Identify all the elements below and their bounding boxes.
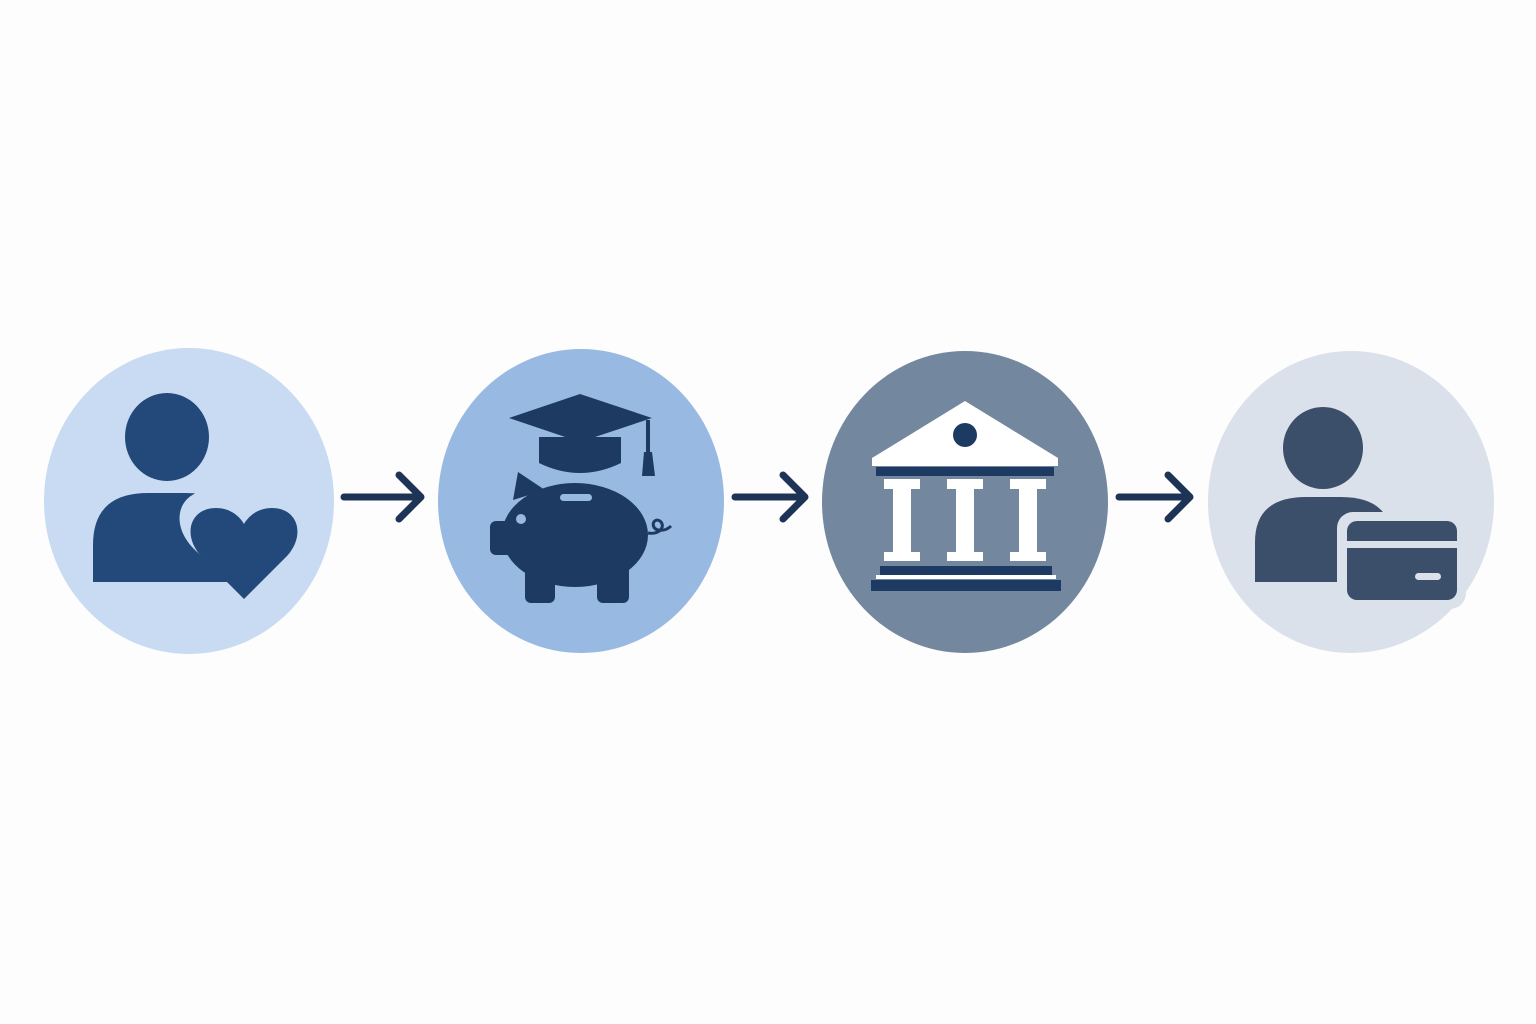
column-2-base	[947, 552, 983, 561]
cap-band	[539, 437, 621, 473]
column-2-shaft	[956, 489, 974, 554]
bank-step-top	[880, 566, 1052, 575]
card-stripe	[1347, 541, 1457, 548]
piggy-bank-graduation-cap-icon	[490, 394, 673, 603]
step-4	[1208, 351, 1494, 653]
arrow-3	[1115, 471, 1194, 523]
piggy-snout	[490, 521, 514, 555]
piggy-leg-back	[597, 565, 629, 603]
arrow-2	[731, 471, 809, 523]
piggy-eye	[516, 514, 526, 524]
person-heart-icon	[93, 393, 309, 599]
bank-columns	[884, 479, 1046, 561]
piggy-ear	[513, 472, 545, 500]
piggy-bank-icon	[490, 472, 673, 603]
bank-building-icon	[871, 401, 1061, 591]
piggy-tail	[647, 518, 673, 535]
column-1-shaft	[893, 489, 911, 554]
column-3-base	[1010, 552, 1046, 561]
piggy-body	[502, 483, 648, 587]
arrow-right-icon	[340, 471, 425, 523]
arrow-right-icon	[731, 471, 809, 523]
column-1-base	[884, 552, 920, 561]
bank-step-mid	[876, 575, 1056, 579]
bank-roof-emblem	[953, 423, 977, 447]
piggy-leg-front	[525, 565, 555, 603]
arrow-1	[340, 471, 425, 523]
graduation-cap-icon	[509, 394, 655, 476]
column-1-capital	[884, 479, 920, 489]
step-1	[44, 348, 334, 654]
cap-tassel	[642, 452, 655, 476]
step-3	[822, 351, 1108, 653]
cap-board	[509, 394, 652, 442]
person-credit-card-icon	[1255, 407, 1466, 609]
person-head	[125, 393, 209, 481]
heart-shape	[190, 508, 298, 599]
column-2-capital	[947, 479, 983, 489]
cap-tassel-string	[646, 420, 650, 452]
column-3-shaft	[1019, 489, 1037, 554]
credit-card-icon	[1347, 521, 1457, 600]
column-3-capital	[1010, 479, 1046, 489]
bank-architrave	[876, 467, 1054, 476]
card-chip-line	[1415, 573, 1441, 580]
bank-step-bottom	[871, 580, 1061, 591]
step-2	[438, 349, 724, 653]
person-head	[1283, 407, 1363, 489]
coin-slot	[560, 494, 592, 501]
arrow-right-icon	[1115, 471, 1194, 523]
